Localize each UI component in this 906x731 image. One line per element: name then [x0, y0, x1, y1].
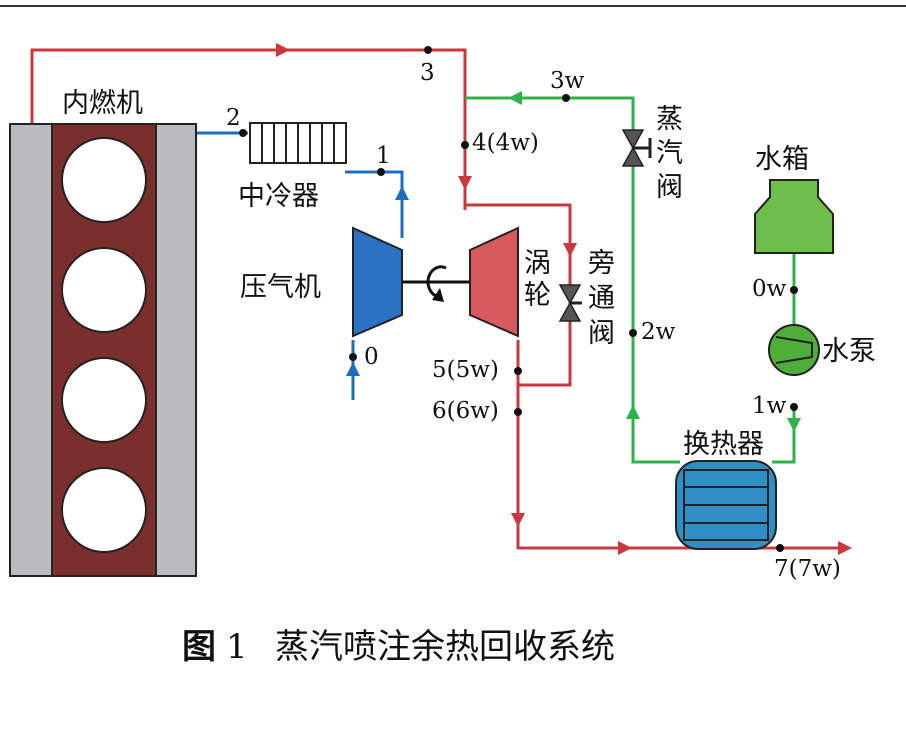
engine-cylinder: [61, 247, 147, 333]
state-point-dots: [239, 46, 798, 552]
heat-exchanger: [675, 460, 777, 550]
water-tank: [754, 179, 834, 254]
point-label-5: 5(5w): [432, 357, 499, 383]
point-label-7: 7(7w): [774, 556, 841, 582]
steam-valve-label-3: 阀: [656, 172, 683, 203]
bypass-valve-label-1: 旁: [588, 248, 615, 279]
turbine-label-1: 涡: [524, 248, 551, 279]
point-label-1: 1: [376, 143, 391, 169]
engine-cylinder: [61, 357, 147, 443]
intercooler-label: 中冷器: [238, 181, 319, 212]
engine-label: 内燃机: [62, 88, 143, 119]
point-label-1w: 1w: [752, 393, 787, 419]
compressor: [352, 226, 403, 338]
rotation-arrow-icon: [426, 265, 447, 298]
figure-label: 图: [182, 627, 216, 667]
steam-valve: [621, 129, 652, 167]
arrow-icon: [346, 362, 360, 376]
arrow-icon: [458, 176, 472, 190]
steam-valve-label-2: 汽: [656, 138, 683, 169]
point-label-6: 6(6w): [432, 398, 499, 424]
point-label-2w: 2w: [641, 319, 676, 345]
point-label-4: 4(4w): [472, 130, 539, 156]
point-label-2: 2: [226, 105, 241, 131]
turbine: [469, 226, 519, 338]
arrow-icon: [395, 186, 409, 200]
point-label-0: 0: [364, 344, 379, 370]
arrow-icon: [563, 243, 577, 257]
engine-cylinder: [61, 467, 147, 553]
arrow-icon: [838, 541, 852, 555]
turbine-label-2: 轮: [524, 280, 551, 311]
heat-exchanger-label: 换热器: [683, 429, 764, 460]
steam-valve-label-1: 蒸: [656, 104, 683, 135]
compressor-label: 压气机: [240, 272, 321, 303]
water-tank-label: 水箱: [755, 144, 809, 175]
figure-number: 1: [226, 627, 248, 667]
bypass-valve-label-3: 阀: [588, 318, 615, 349]
arrow-icon: [618, 541, 632, 555]
bypass-valve-label-2: 通: [588, 283, 615, 314]
arrow-icon: [508, 91, 522, 105]
arrow-icon: [511, 513, 525, 527]
water-arrows: [508, 91, 801, 432]
bypass-valve: [558, 284, 582, 322]
arrow-icon: [787, 418, 801, 432]
point-label-0w: 0w: [752, 276, 787, 302]
water-pump-label: 水泵: [822, 336, 876, 367]
intercooler: [249, 122, 347, 164]
water-pump: [768, 324, 820, 376]
air-arrows: [346, 186, 409, 376]
engine-cylinder: [61, 137, 147, 223]
exhaust-arrows: [276, 43, 852, 555]
engine: [9, 123, 197, 577]
arrow-icon: [626, 405, 640, 419]
figure-title: 蒸汽喷注余热回收系统: [275, 627, 615, 667]
arrow-icon: [276, 43, 290, 57]
point-label-3w: 3w: [550, 68, 585, 94]
point-label-3: 3: [420, 60, 435, 86]
